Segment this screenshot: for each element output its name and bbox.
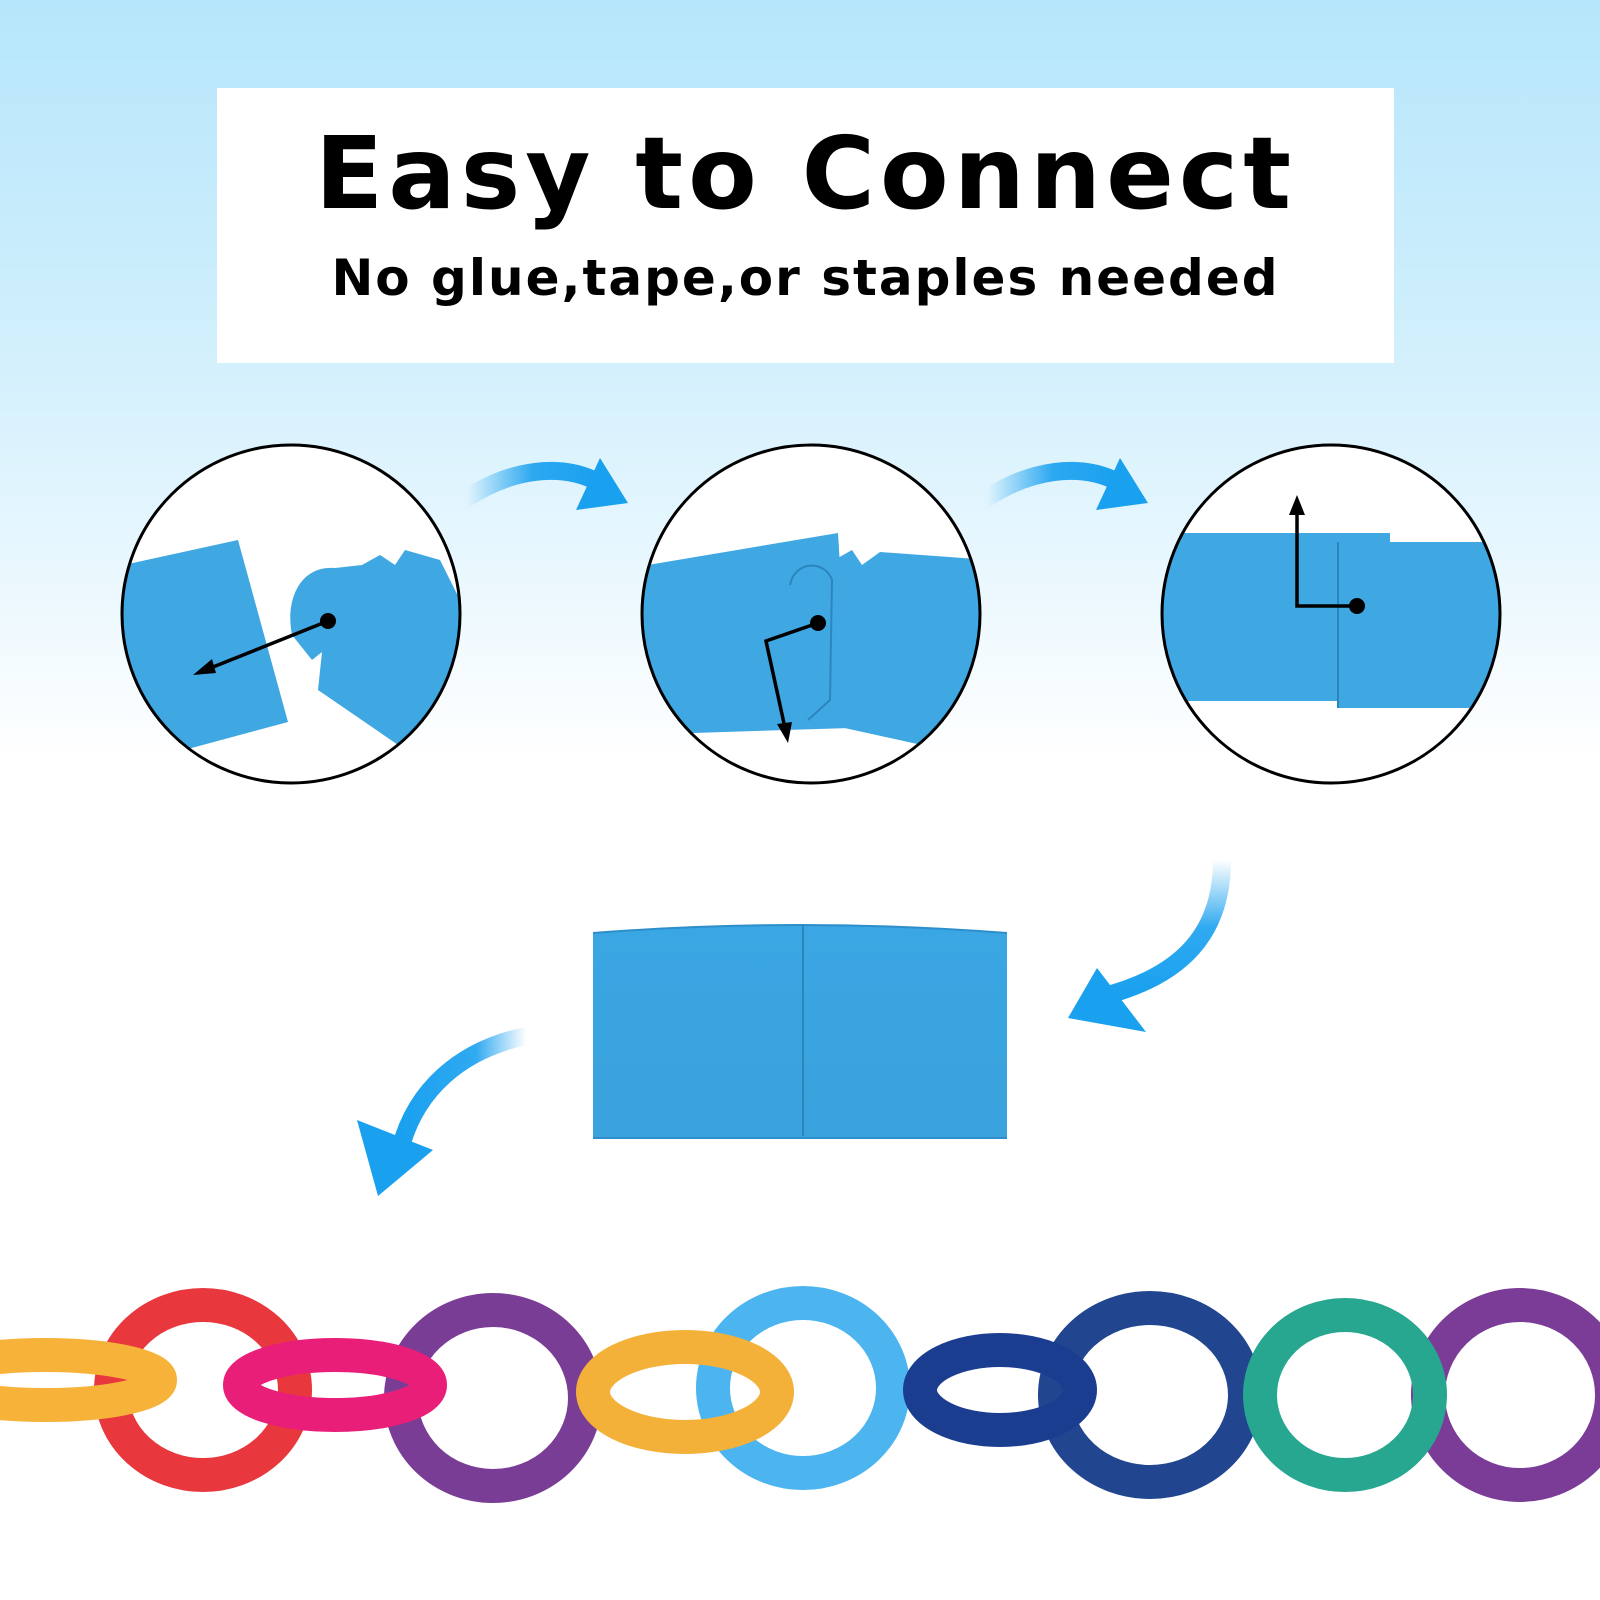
chain-link-lightblue xyxy=(696,1286,910,1490)
chain-link-teal xyxy=(1243,1298,1447,1492)
completed-paper-band xyxy=(592,924,1008,1139)
rainbow-paper-chain xyxy=(0,1286,1600,1503)
step-3-circle xyxy=(1160,443,1502,785)
chain-link-violet xyxy=(1411,1288,1600,1502)
chain-link-yellow-left xyxy=(0,1338,177,1422)
step-2-circle xyxy=(640,443,982,785)
page-subtitle: No glue,tape,or staples needed xyxy=(331,249,1280,307)
pointer-arrow-icon xyxy=(193,613,336,675)
curved-arrow-icon xyxy=(357,1027,535,1196)
page-title: Easy to Connect xyxy=(314,115,1296,232)
pointer-arrow-icon xyxy=(1289,495,1365,614)
chain-link-gold xyxy=(576,1330,794,1454)
curved-arrow-icon xyxy=(978,458,1148,510)
chain-link-darkblue xyxy=(903,1333,1097,1447)
curved-arrow-icon xyxy=(458,458,628,510)
title-banner: Easy to Connect No glue,tape,or staples … xyxy=(217,88,1394,363)
chain-link-pink xyxy=(223,1338,447,1432)
step-1-circle xyxy=(120,443,462,785)
pointer-arrow-icon xyxy=(763,615,826,743)
curved-arrow-icon xyxy=(1068,851,1231,1032)
